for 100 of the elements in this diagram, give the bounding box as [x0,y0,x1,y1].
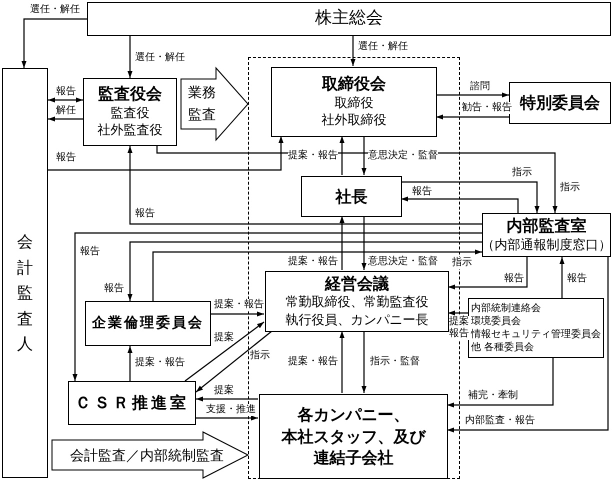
list-item: 環境委員会 [471,316,522,328]
box-text: ＣＳＲ推進室 [75,392,189,414]
box-title: 経営会議 [325,274,389,294]
list-item: 他 各種委員会 [471,342,536,354]
edge-label: 報告 [80,246,100,258]
edge-label: 報告 [135,208,155,220]
box-text: 社外取締役 [322,112,386,130]
org-box [259,394,448,479]
arrow [448,257,528,290]
edge-label: 支援・推進 [206,404,256,416]
edge-label: 提案 [214,385,234,397]
edge-label: 指示 [560,182,580,194]
edge-label: 補完・牽制 [468,390,518,402]
edge-label: 提案報告 [449,316,470,340]
box-text: 株主総会 [315,7,383,30]
arrow [362,136,366,175]
vertical-title: 会計監査人 [17,231,33,356]
edge-label: 指示 [250,350,270,362]
edge-label: 意思決定・監督 [368,256,438,268]
box-text: 連結子会社 [314,447,394,469]
list-item: 内部統制連絡会 [471,302,542,314]
edge-label: 選任・解任 [358,41,408,53]
block-arrow [52,431,250,479]
arrow [196,396,258,402]
box-text: 執行役員、カンパニー長 [286,312,428,330]
arrow [436,114,509,120]
edge-label: 提案・報告 [214,299,264,311]
org-box [271,67,437,137]
edge-label: 報告 [412,186,432,198]
arrow [184,322,264,382]
arrow [340,331,344,393]
box-text: 監査役 [110,104,150,122]
arrow [401,181,540,213]
edge-label: 指示・監督 [370,356,420,368]
edge-label: 選任・解任 [30,4,80,16]
arrow [48,116,83,122]
block-arrow [180,66,249,142]
arrow [560,257,564,298]
note-label: 指示 [452,257,472,269]
org-box [301,176,402,217]
arrow [448,310,468,316]
box-title: 取締役会 [322,74,386,95]
edge-label: 勧告・報告 [462,102,512,114]
org-box [83,78,177,146]
box-text: 社長 [336,186,368,208]
edge-label: 内部監査・報告 [465,415,535,427]
arrow [340,136,344,175]
arrow [196,330,272,392]
arrow [447,257,609,432]
org-box [482,213,611,257]
arrow [22,18,87,68]
arrow [196,416,258,420]
edge-label: 報告 [56,152,76,164]
arrow [401,196,519,213]
arrow [362,331,366,393]
arrow [436,92,509,98]
edge-label: 提案 [214,332,234,344]
arrow [362,216,366,270]
box-text: 特別委員会 [520,92,600,114]
box-text: （内部通報制度窓口） [482,236,612,254]
arrow [350,36,356,66]
box-text: 社外監査役 [98,122,162,140]
edge-label: 会計監査／内部統制監査 [70,447,224,466]
org-box [68,381,196,425]
edge-label: 提案・報告 [135,357,185,369]
edge-label: 報告 [56,86,76,98]
arrow [48,98,83,102]
arrow [128,346,132,381]
edge-label: 指示 [512,167,532,179]
auditor-box [2,68,48,478]
edge-label: 選任・解任 [135,52,185,64]
edge-label: 報告 [567,273,587,285]
arrow [152,250,482,301]
edge-label: 報告 [104,283,124,295]
box-title: 内部監査室 [506,216,586,237]
arrow [128,36,132,78]
box-text: 取締役 [334,94,374,112]
edge-label: 報告 [504,273,524,285]
arrow [128,146,482,225]
edge-label: 解任 [56,105,76,117]
list-item: 情報セキュリティ管理委員会 [471,328,601,340]
arrow [72,232,482,381]
edge-label: 意思決定・監督 [368,150,438,162]
committee-list-box [468,298,604,358]
arrow [128,241,482,301]
org-box [85,301,211,346]
arrow [340,216,344,270]
arrow [211,312,264,316]
org-box [265,271,449,332]
edge-label: 諮問 [470,81,490,93]
edge-label: 提案・報告 [288,150,338,162]
arrow [447,358,554,408]
box-text: 各カンパニー、 [298,404,410,426]
box-text: 常勤取締役、常勤監査役 [286,294,428,312]
edge-label: 提案・報告 [288,256,338,268]
arrow [48,136,284,171]
box-text: 企業倫理委員会 [92,314,204,333]
edge-label: 提案・報告 [288,356,338,368]
org-box [87,2,611,36]
box-text: 本社スタッフ、及び [282,426,426,448]
